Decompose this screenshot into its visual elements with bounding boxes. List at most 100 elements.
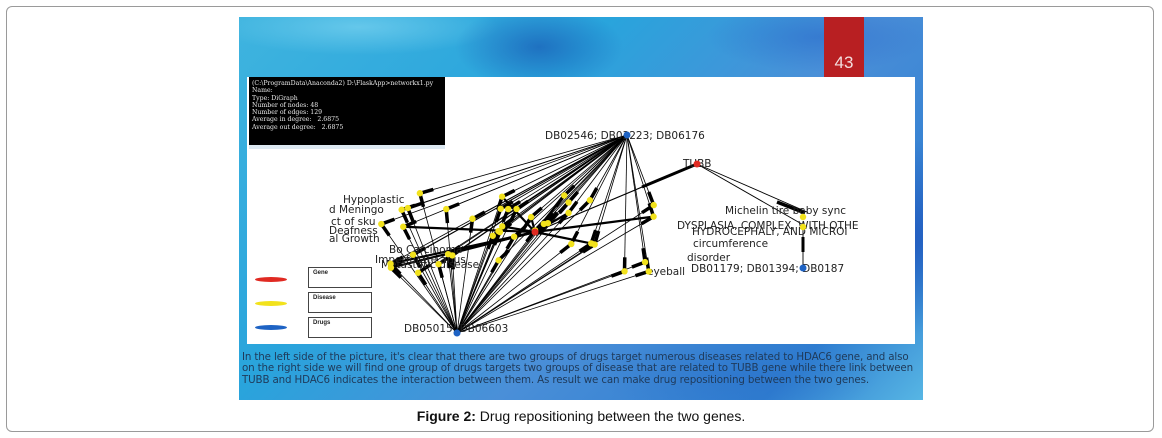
disease-node	[641, 258, 649, 266]
graph-edge	[381, 134, 628, 225]
disease-node	[378, 220, 385, 228]
disease-node	[588, 240, 595, 247]
console-line: Name:	[252, 87, 273, 95]
label-disease-deafness: Deafness	[329, 225, 378, 237]
disease-node	[565, 199, 572, 206]
label-disease-circumference: circumference	[693, 238, 768, 250]
graph-edge	[624, 134, 628, 272]
disease-node	[513, 205, 520, 213]
gene-node-hdac6	[531, 228, 539, 236]
disease-node	[527, 213, 535, 221]
graph-edge	[456, 271, 649, 334]
graph-edge	[380, 223, 458, 334]
disease-node	[435, 260, 442, 268]
graph-edge	[419, 134, 628, 194]
graph-edge	[456, 216, 654, 334]
graph-edge	[507, 134, 628, 210]
console-output: (C:\ProgramData\Anaconda2) D:\FlaskApp>n…	[249, 77, 445, 145]
graph-edge	[696, 163, 808, 228]
graph-edge	[412, 254, 458, 334]
disease-node	[443, 205, 450, 213]
page-number: 43	[834, 53, 854, 72]
graph-edge	[456, 222, 549, 334]
disease-node	[621, 268, 628, 275]
legend-disease-swatch	[255, 301, 287, 306]
graph-edge	[407, 207, 458, 334]
graph-edge	[534, 134, 628, 231]
disease-node	[499, 223, 506, 230]
disease-node	[400, 223, 407, 230]
figure-caption: Figure 2: Drug repositioning between the…	[0, 408, 1162, 424]
disease-node	[799, 223, 807, 231]
disease-node	[495, 257, 502, 264]
graph-edge	[445, 209, 458, 334]
graph-edge	[590, 134, 628, 244]
label-disease-disorder: disorder	[687, 252, 731, 264]
legend-gene-label: Gene	[308, 267, 372, 288]
edge-arrow	[776, 200, 806, 215]
disease-node	[497, 205, 504, 212]
disease-node	[414, 269, 422, 276]
graph-edge	[456, 261, 646, 334]
label-disease-carcinoma: Bo Carcinoma	[389, 244, 462, 256]
drug-node	[623, 131, 631, 139]
disease-node	[568, 240, 575, 248]
graph-edge	[500, 134, 628, 210]
legend-disease-label: Disease	[308, 292, 372, 313]
disease-node	[561, 192, 568, 199]
disease-node	[469, 215, 476, 222]
legend-drugs-swatch	[255, 325, 287, 330]
console-scrollbar	[249, 145, 445, 149]
graph-edge	[534, 215, 654, 234]
drug-node	[453, 329, 461, 337]
graph-edge	[534, 230, 592, 245]
label-disease-hydro: HYDROCEPHALY, AND MICROI	[692, 226, 847, 238]
console-line: Number of nodes: 48	[252, 101, 319, 109]
disease-node	[650, 213, 657, 220]
graph-edge	[456, 208, 517, 334]
graph-edge	[626, 134, 646, 263]
label-disease-growth: al Growth	[329, 233, 380, 245]
graph-edge	[456, 243, 572, 334]
label-disease-skull: ct of sku	[331, 216, 376, 228]
graph-edge	[401, 209, 458, 334]
console-line: Type: DiGraph	[252, 94, 298, 102]
graph-edge	[456, 218, 473, 334]
gene-node-tubb	[693, 160, 701, 168]
graph-edge	[456, 243, 592, 334]
graph-edge	[530, 134, 628, 218]
disease-node	[409, 251, 417, 258]
label-disease-imperforate: Imperforate anus	[375, 254, 466, 266]
graph-edge	[456, 208, 502, 334]
graph-edge	[626, 134, 654, 217]
graph-edge	[390, 267, 458, 334]
graph-edge	[403, 225, 536, 234]
label-disease-hypoplastic: Hypoplastic	[343, 194, 405, 206]
graph-edge	[456, 244, 595, 334]
slide-description: In the left side of the picture, it's cl…	[242, 351, 913, 386]
edge-arrow	[641, 162, 698, 189]
disease-node	[398, 206, 405, 213]
label-disease-metastatic: Metastatic disease	[381, 259, 479, 271]
graph-edge	[447, 134, 628, 255]
disease-node	[404, 204, 412, 212]
disease-node	[586, 197, 594, 204]
graph-edge	[456, 230, 536, 334]
disease-node	[489, 232, 496, 239]
page-tab	[824, 17, 864, 77]
graph-edge	[568, 134, 628, 214]
disease-node	[505, 205, 512, 213]
legend-gene-swatch	[255, 277, 287, 282]
graph-nodes	[378, 131, 807, 337]
graph-edge	[594, 134, 628, 245]
graph-edge	[456, 199, 591, 334]
disease-node	[510, 233, 518, 240]
disease-node	[650, 201, 657, 209]
graph-edge	[696, 163, 808, 213]
graph-edge	[547, 134, 628, 224]
graph-edge	[390, 134, 628, 269]
console-line: Average in degree: 2.6875	[252, 116, 340, 124]
graph-edge	[446, 134, 628, 210]
